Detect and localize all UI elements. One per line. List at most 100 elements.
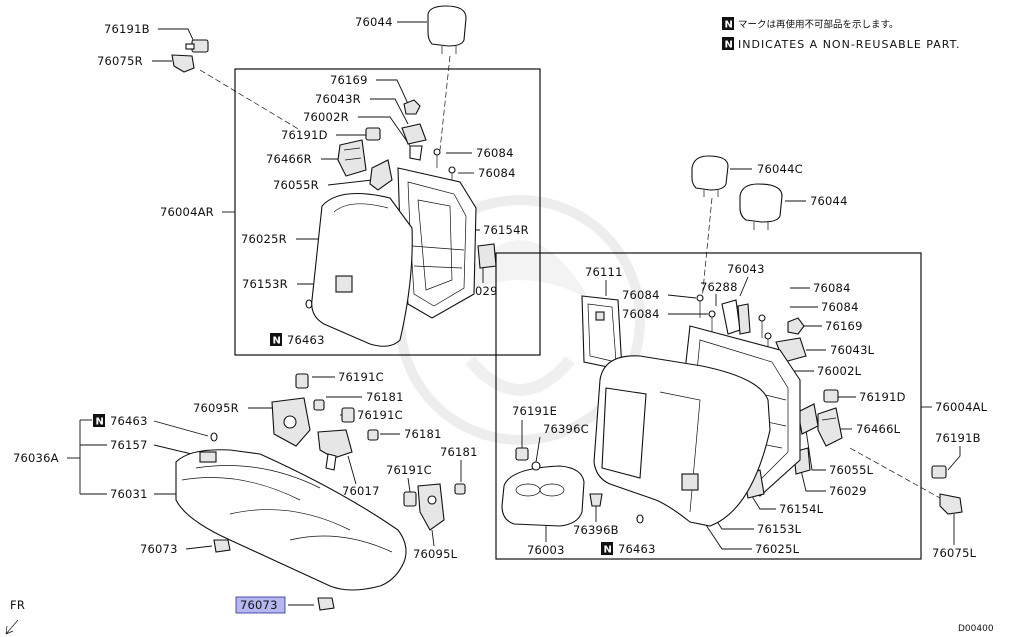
- label-76073-2: 76073: [240, 598, 278, 612]
- label-76084-r2: 76084: [478, 166, 516, 180]
- label-76154R: 76154R: [483, 223, 529, 237]
- note-jp: N マークは再使用不可部品を示します。: [722, 17, 899, 31]
- label-76036A: 76036A: [13, 451, 59, 465]
- label-76169-l: 76169: [825, 319, 863, 333]
- label-76084-l2: 76084: [622, 307, 660, 321]
- clip-76191B: [185, 39, 209, 53]
- armrest-76003: [501, 465, 585, 527]
- label-76084-l3: 76084: [813, 281, 851, 295]
- label-76466R: 76466R: [266, 152, 312, 166]
- label-76004AL: 76004AL: [935, 400, 988, 414]
- diagram-code: D00400: [958, 624, 994, 634]
- front-direction-arrow-icon: [5, 619, 19, 635]
- label-76095R: 76095R: [193, 401, 239, 415]
- label-76191B: 76191B: [104, 22, 150, 36]
- nut-76169-r: [403, 99, 421, 115]
- clip-76191C-2: [341, 407, 355, 423]
- label-76169-r: 76169: [330, 73, 368, 87]
- label-76396C: 76396C: [543, 422, 589, 436]
- label-76191D-l: 76191D: [859, 390, 906, 404]
- label-76055L: 76055L: [829, 463, 874, 477]
- clip-76191B-right: [931, 465, 947, 479]
- highlighted-label-76073: 76073: [235, 596, 286, 614]
- label-76004AR: 76004AR: [160, 205, 214, 219]
- seat-cushion-76031: [175, 449, 407, 591]
- label-76288: 76288: [700, 280, 738, 294]
- bracket-76055R: [369, 159, 393, 191]
- label-76003: 76003: [527, 543, 565, 557]
- label-76044C: 76044C: [757, 162, 803, 176]
- headrest-76044-top: [427, 5, 467, 54]
- n-badge: [270, 333, 282, 346]
- bracket-76043: [737, 303, 751, 335]
- label-76463-c: 76463: [110, 414, 148, 428]
- n-badge-letter: N: [725, 20, 733, 31]
- label-76191C-1: 76191C: [338, 370, 384, 384]
- label-76043R: 76043R: [315, 92, 361, 106]
- bracket-76095L: [417, 483, 445, 531]
- label-76095L: 76095L: [413, 547, 458, 561]
- n-badge: [93, 414, 105, 427]
- bracket-76055L: [797, 403, 819, 435]
- label-76396B: 76396B: [573, 523, 619, 537]
- lock-76466L: [817, 407, 843, 447]
- label-76043: 76043: [727, 262, 765, 276]
- n-badge-letter: N: [725, 40, 733, 51]
- bracket-76017: [317, 429, 353, 471]
- label-76111: 76111: [585, 265, 623, 279]
- hook-76073-1: [213, 539, 231, 553]
- n-badge: [722, 37, 734, 50]
- note-jp-text: マークは再使用不可部品を示します。: [738, 19, 899, 31]
- label-76025R: 76025R: [241, 232, 287, 246]
- label-76084-r1: 76084: [476, 146, 514, 160]
- lock-76466R: [337, 139, 367, 177]
- left-seatback-frame: [495, 252, 922, 560]
- label-76029-l: 76029: [829, 484, 867, 498]
- label-76157: 76157: [110, 438, 148, 452]
- n-badge-letter: N: [273, 336, 281, 347]
- note-en: N INDICATES A NON-REUSABLE PART.: [722, 37, 959, 51]
- label-76181-3: 76181: [440, 445, 478, 459]
- bolt-76084-r: [433, 148, 456, 186]
- n-badge: [722, 17, 734, 30]
- label-76463-l: 76463: [618, 542, 656, 556]
- clip-76191D-r: [365, 127, 381, 141]
- nut-76181-3: [454, 483, 466, 495]
- label-76025L: 76025L: [755, 542, 800, 556]
- nut-76169-l: [787, 317, 805, 335]
- label-76181-2: 76181: [404, 427, 442, 441]
- label-76075L: 76075L: [932, 546, 977, 560]
- label-76191C-2: 76191C: [357, 408, 403, 422]
- hook-76075R: [171, 54, 195, 73]
- label-76084-l4: 76084: [821, 300, 859, 314]
- clip-76191C-3: [403, 491, 417, 507]
- clip-76191D-l: [823, 389, 839, 403]
- label-76153L: 76153L: [757, 522, 802, 536]
- clip-76191C-1: [295, 373, 309, 389]
- clip-76191E: [515, 447, 529, 461]
- hook-76075L: [939, 493, 963, 515]
- bracket-76095R: [271, 397, 311, 447]
- label-76191C-3: 76191C: [386, 463, 432, 477]
- n-badge-letter: N: [96, 417, 104, 428]
- n-badge: [601, 542, 613, 555]
- bushing-76396B: [589, 493, 603, 507]
- bushing-76396C: [531, 461, 541, 471]
- label-76002R: 76002R: [303, 110, 349, 124]
- nut-76181-2: [367, 429, 379, 441]
- guide-76288: [721, 299, 741, 335]
- bolts-76084-l: [696, 294, 772, 356]
- headrest-76044C: [691, 155, 729, 197]
- hook-76073-2: [317, 597, 335, 611]
- cushion-76025R: [311, 193, 413, 347]
- bracket-76043R: [401, 123, 427, 145]
- label-76043L: 76043L: [830, 343, 875, 357]
- label-76181-1: 76181: [366, 390, 404, 404]
- label-76075R: 76075R: [97, 54, 143, 68]
- label-fr: FR: [10, 598, 25, 612]
- label-76044-right: 76044: [810, 194, 848, 208]
- hinge-76002R: [409, 145, 423, 161]
- label-76073-1: 76073: [140, 542, 178, 556]
- label-76463-r: 76463: [287, 333, 325, 347]
